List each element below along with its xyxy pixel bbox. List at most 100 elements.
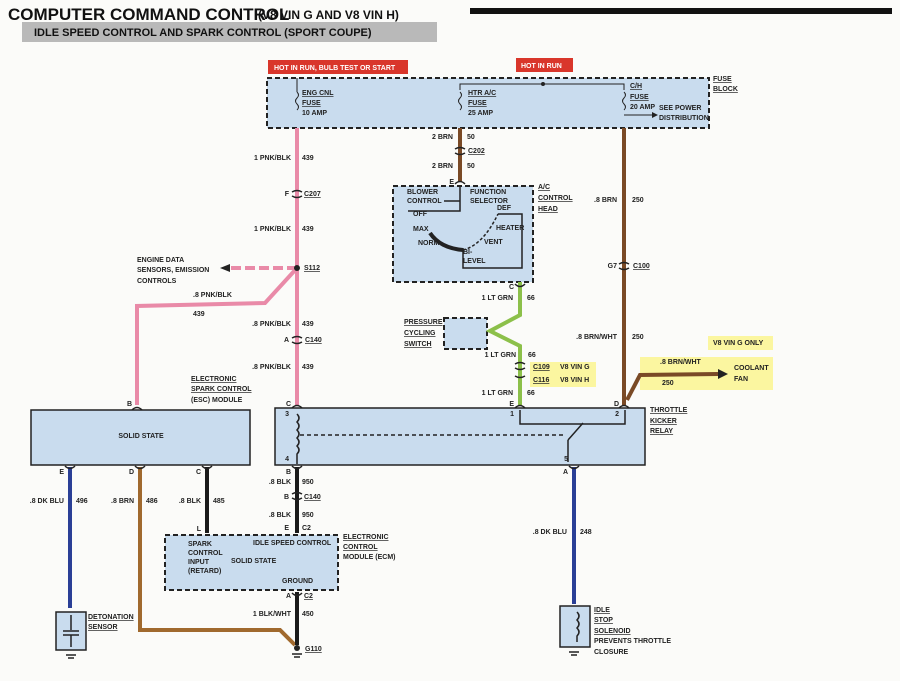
label-w439a-n: 439 xyxy=(302,155,314,162)
label-ach-2: CONTROL xyxy=(538,195,573,202)
label-esc-solid: SOLID STATE xyxy=(118,433,164,440)
connector-c100-icon xyxy=(618,261,630,271)
label-eng-cnl-2: FUSE xyxy=(302,100,321,107)
label-eng-cnl-1: ENG CNL xyxy=(302,90,334,97)
wire-250-coolant xyxy=(625,372,719,401)
hot-label-run-text: HOT IN RUN xyxy=(521,63,562,70)
label-w50a-n: 50 xyxy=(467,134,475,141)
esc-module xyxy=(30,409,251,466)
label-w250a-n: 250 xyxy=(632,197,644,204)
label-iss-2: STOP xyxy=(594,617,613,624)
label-iss-3: SOLENOID xyxy=(594,628,631,635)
label-c140a: C140 xyxy=(305,337,322,344)
label-c2a: C2 xyxy=(304,593,313,600)
label-c2e-pin: E xyxy=(284,525,289,532)
label-c207: C207 xyxy=(304,191,321,198)
fuse-ch-icon xyxy=(622,91,626,111)
wire-439-esc xyxy=(135,266,299,405)
idle-stop-solenoid xyxy=(559,605,591,648)
label-w439d-c: .8 PNK/BLK xyxy=(252,321,291,328)
label-ecm-1: ELECTRONIC xyxy=(343,534,389,541)
label-coolant-1: COOLANT xyxy=(734,365,769,372)
label-esc-pin-b: B xyxy=(127,401,132,408)
label-ecm-spark-1: SPARK xyxy=(188,541,212,548)
label-ach-blower-2: CONTROL xyxy=(407,198,442,205)
label-ach-max: MAX xyxy=(413,226,429,233)
label-det-2: SENSOR xyxy=(88,624,118,631)
label-w496-n: 496 xyxy=(76,498,88,505)
label-c116-v: V8 VIN H xyxy=(560,377,589,384)
label-relay-2: 2 xyxy=(615,411,619,418)
pin-misc-icons xyxy=(291,180,526,597)
label-coolant-2: FAN xyxy=(734,376,748,383)
label-w439a-c: 1 PNK/BLK xyxy=(254,155,291,162)
label-w439e-n: 439 xyxy=(302,364,314,371)
label-w439b-c: 1 PNK/BLK xyxy=(254,226,291,233)
label-w950a-c: .8 BLK xyxy=(269,479,291,486)
label-ach-def: DEF xyxy=(497,205,512,212)
label-ecm-spark-2: CONTROL xyxy=(188,550,223,557)
label-ecm-3: MODULE (ECM) xyxy=(343,554,396,561)
wire-66 xyxy=(485,282,522,405)
label-w50b-n: 50 xyxy=(467,163,475,170)
label-htr-2: FUSE xyxy=(468,100,487,107)
label-esc-3: (ESC) MODULE xyxy=(191,397,243,404)
ecm-module xyxy=(164,534,339,591)
label-w950b-n: 950 xyxy=(302,512,314,519)
label-relay-1: 1 xyxy=(510,411,514,418)
label-ach-off: OFF xyxy=(413,211,428,218)
connector-c207-icon xyxy=(291,189,303,199)
connector-c116-icon xyxy=(514,375,526,379)
label-c140a-pin: A xyxy=(284,337,289,344)
label-det-1: DETONATION xyxy=(88,614,134,621)
fuse-htr-ac-icon xyxy=(458,91,462,111)
hot-label-bulb-start xyxy=(268,60,408,74)
label-pcs-3: SWITCH xyxy=(404,341,432,348)
label-w450-c: 1 BLK/WHT xyxy=(253,611,292,618)
label-relay-2l: KICKER xyxy=(650,418,677,425)
label-ach-heater: HEATER xyxy=(496,225,524,232)
label-w439b-n: 439 xyxy=(302,226,314,233)
label-w496-c: .8 DK BLU xyxy=(30,498,64,505)
label-eng-data-2: SENSORS, EMISSION xyxy=(137,267,209,274)
arrow-power-distribution-icon xyxy=(652,112,658,118)
label-w250b-c: .8 BRN/WHT xyxy=(576,334,618,341)
label-eng-data-1: ENGINE DATA xyxy=(137,257,184,264)
wire-486 xyxy=(138,467,297,647)
label-w439c-c: .8 PNK/BLK xyxy=(193,292,232,299)
label-fuse-block-2: BLOCK xyxy=(713,86,738,93)
hot-label-bulb-start-text: HOT IN RUN, BULB TEST OR START xyxy=(274,65,396,72)
connector-c202-icon xyxy=(454,146,466,156)
label-see-power-1: SEE POWER xyxy=(659,105,701,112)
label-ecm-solid: SOLID STATE xyxy=(231,558,277,565)
label-c116: C116 xyxy=(533,377,549,384)
label-c100-pin: G7 xyxy=(608,263,617,270)
label-htr-amp: 25 AMP xyxy=(468,110,493,117)
label-eng-cnl-amp: 10 AMP xyxy=(302,110,327,117)
label-relay-5: 5 xyxy=(564,456,568,463)
label-pcs-2: CYCLING xyxy=(404,330,436,337)
label-ach-bi-1: BI- xyxy=(463,249,473,256)
label-w486-c: .8 BRN xyxy=(111,498,134,505)
arrow-coolant-fan-icon xyxy=(718,369,728,379)
label-w250c-c: .8 BRN/WHT xyxy=(660,359,702,366)
relay-coil-icon xyxy=(295,413,300,464)
label-ch-1: C/H xyxy=(630,83,642,90)
label-ach-pin-e: E xyxy=(449,179,454,186)
arrow-engine-data-icon xyxy=(220,264,230,272)
label-relay-3l: RELAY xyxy=(650,428,673,435)
label-vin-g-only: V8 VIN G ONLY xyxy=(713,340,764,347)
label-w248-c: .8 DK BLU xyxy=(533,529,567,536)
label-w66c-c: 1 LT GRN xyxy=(482,390,513,397)
label-relay-pin-e: E xyxy=(509,401,514,408)
label-esc-pin-c: C xyxy=(196,469,201,476)
throttle-kicker-relay xyxy=(274,407,646,466)
label-c109: C109 xyxy=(533,364,550,371)
label-c2e: C2 xyxy=(302,525,311,532)
label-w250b-n: 250 xyxy=(632,334,644,341)
label-relay-pin-b: B xyxy=(286,469,291,476)
title-rule xyxy=(470,8,892,14)
label-esc-2: SPARK CONTROL xyxy=(191,386,252,393)
